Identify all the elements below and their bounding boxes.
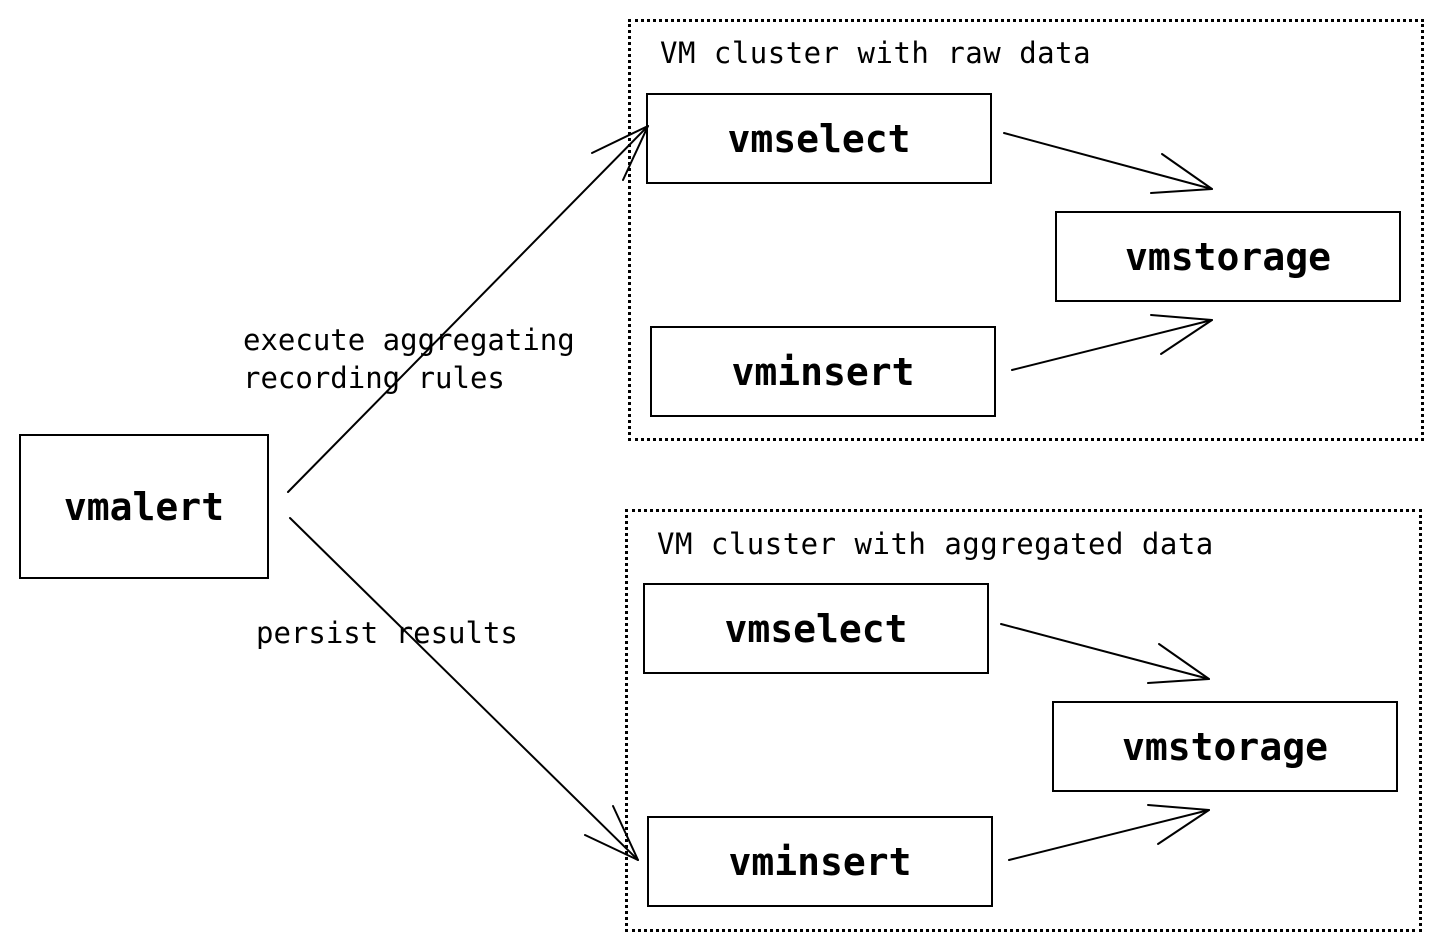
aggregated-data-cluster-title: VM cluster with aggregated data [657,527,1214,561]
raw-data-cluster-title: VM cluster with raw data [660,36,1092,70]
raw-vmstorage-node: vmstorage [1055,211,1401,302]
arrow-vmalert-to-aggregated-vminsert [289,517,639,861]
vmalert-label: vmalert [63,484,225,529]
raw-vmselect-node: vmselect [646,93,992,184]
persist-results-label: persist results [256,616,518,650]
aggregated-vmselect-label: vmselect [724,606,908,651]
aggregated-vmselect-node: vmselect [643,583,989,674]
aggregated-vminsert-label: vminsert [728,839,912,884]
aggregated-vmstorage-node: vmstorage [1052,701,1398,792]
aggregated-vminsert-node: vminsert [647,816,993,907]
execute-rules-label: execute aggregating recording rules [243,321,575,397]
raw-vmselect-label: vmselect [727,116,911,161]
aggregated-vmstorage-label: vmstorage [1122,724,1328,769]
raw-vminsert-label: vminsert [731,349,915,394]
execute-rules-label-line2: recording rules [243,361,505,395]
raw-vminsert-node: vminsert [650,326,996,417]
execute-rules-label-line1: execute aggregating [243,323,575,357]
raw-vmstorage-label: vmstorage [1125,234,1331,279]
vmalert-node: vmalert [19,434,269,579]
arrow-vmalert-to-raw-vmselect [287,125,649,493]
